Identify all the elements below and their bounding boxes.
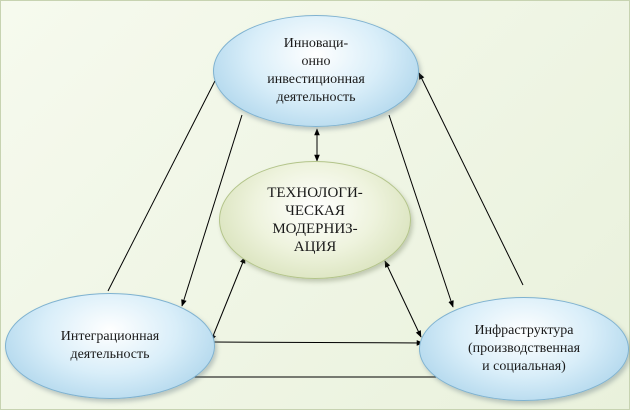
arrow-innovation-to-integration (181, 114, 243, 307)
node-infrastructure-label: Инфраструктура (производственная и социа… (467, 323, 581, 374)
arrow-technology-infrastructure (384, 260, 422, 338)
arrow-innovation-to-infrastructure (388, 114, 454, 308)
node-innovation-label: Инноваци- онно инвестиционная деятельнос… (267, 36, 365, 105)
node-infrastructure: Инфраструктура (производственная и социа… (419, 297, 629, 401)
node-technology-label: ТЕХНОЛОГИ- ЧЕСКАЯ МОДЕРНИЗ- АЦИЯ (267, 185, 363, 255)
arrow-integration-to-infrastructure (212, 340, 424, 346)
node-integration-label: Интеграционная деятельность (60, 329, 160, 362)
arrow-integration-to-innovation (107, 72, 220, 292)
node-innovation-investment: Инноваци- онно инвестиционная деятельнос… (213, 15, 419, 127)
node-technological-modernization: ТЕХНОЛОГИ- ЧЕСКАЯ МОДЕРНИЗ- АЦИЯ (219, 161, 411, 279)
node-integration-activity: Интеграционная деятельность (5, 293, 215, 399)
arrow-technology-integration (210, 256, 246, 342)
arrow-infrastructure-to-innovation (418, 72, 524, 286)
